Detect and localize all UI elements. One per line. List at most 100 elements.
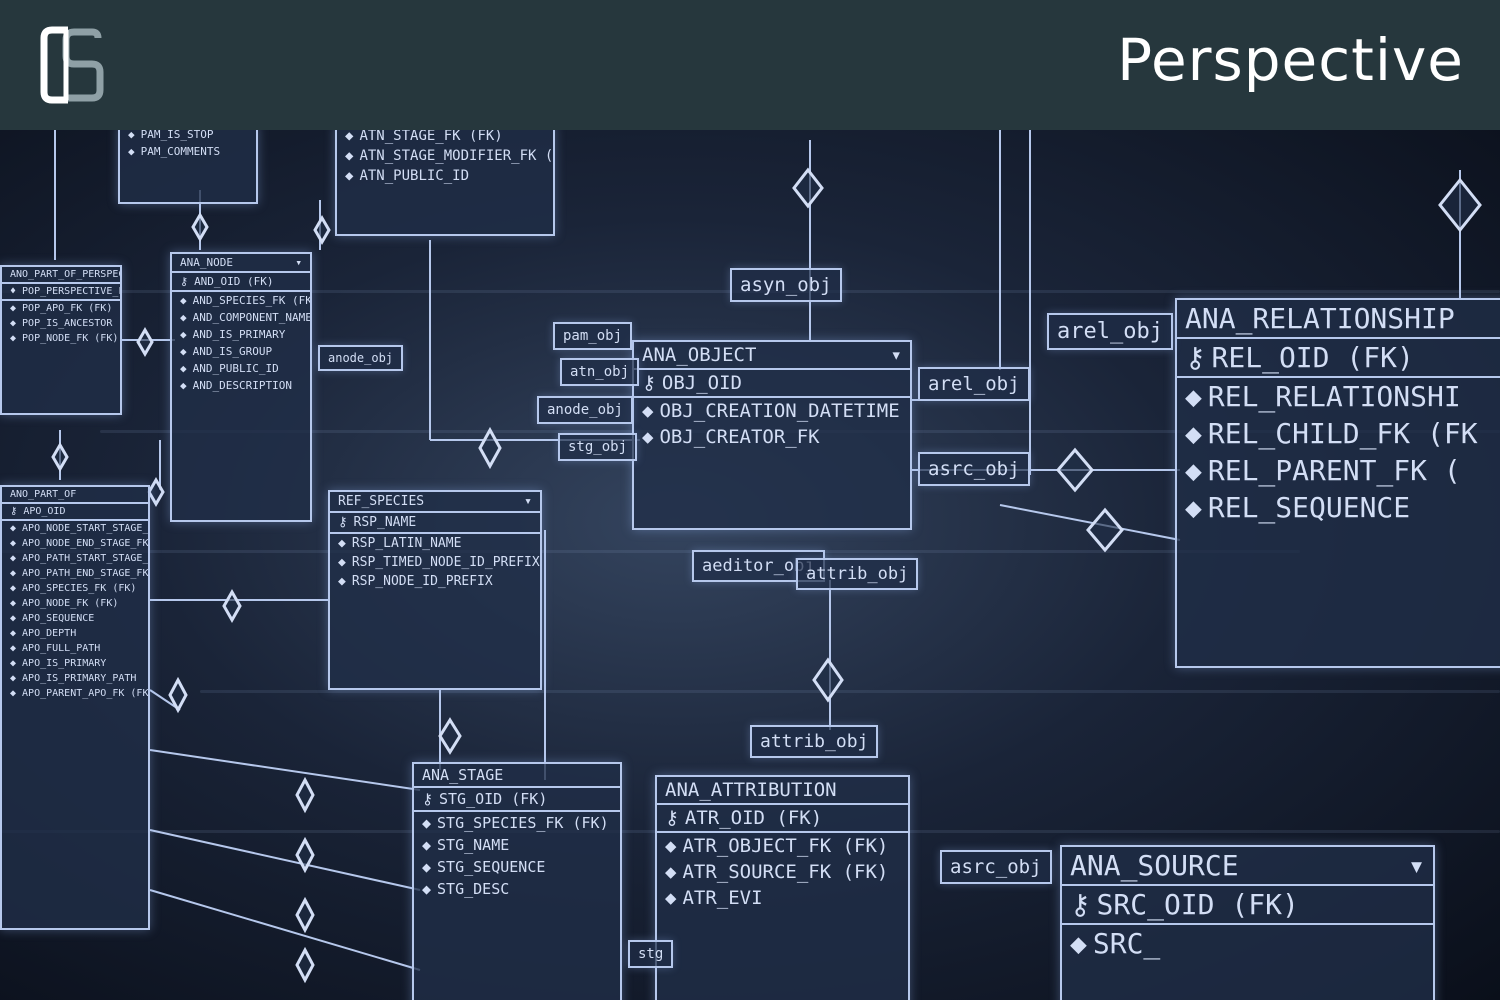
relationship-diamond-icon: [295, 776, 315, 814]
relationship-diamond-icon: [168, 676, 188, 714]
entity-ana-part-of[interactable]: ANO_PART_OF ⚷APO_OID ◆APO_NODE_START_STA…: [0, 485, 150, 930]
entity-attribute: ◆APO_FULL_PATH: [10, 643, 101, 654]
entity-attribute: ◆REL_SEQUENCE: [1185, 491, 1411, 524]
entity-attribute: ◆RSP_TIMED_NODE_ID_PREFIX: [338, 555, 540, 570]
entity-key: ⚷AND_OID (FK): [172, 273, 310, 292]
relationship-diamond-icon: [222, 588, 242, 624]
entity-key: ⚷REL_OID (FK): [1177, 339, 1500, 378]
entity-attribute: ◆POP_APO_FK (FK): [10, 303, 113, 314]
ref-anode-obj[interactable]: anode_obj: [537, 396, 633, 424]
entity-title: ANA_SOURCE▾: [1062, 847, 1433, 886]
entity-attribute: ◆REL_PARENT_FK (: [1185, 454, 1461, 487]
entity-attribute: ◆ATN_STAGE_FK (FK): [345, 130, 503, 144]
entity-attribute: ◆OBJ_CREATOR_FK: [642, 426, 820, 448]
entity-key: ♦POP_PERSPECTIVE_FK (FK): [2, 284, 120, 301]
entity-attribute: ◆APO_SEQUENCE: [10, 613, 95, 624]
entity-key: ⚷RSP_NAME: [330, 513, 540, 534]
entity-top-left[interactable]: ◆PAM_IS_STOP ◆PAM_COMMENTS: [118, 130, 258, 204]
entity-key: ⚷STG_OID (FK): [414, 788, 620, 812]
entity-attribute: ◆AND_PUBLIC_ID: [180, 362, 279, 375]
entity-title: ANO_PART_OF_PERSPECTIVE: [2, 267, 120, 284]
relationship-diamond-icon: [191, 212, 209, 242]
ref-pam-obj[interactable]: pam_obj: [553, 322, 633, 350]
entity-attribute: ◆STG_SEQUENCE: [422, 858, 546, 876]
entity-attribute: ◆POP_NODE_FK (FK): [10, 333, 119, 344]
entity-attribute: ◆OBJ_CREATION_DATETIME: [642, 400, 900, 422]
entity-attribute: ◆APO_PATH_START_STAGE_FK (FK): [10, 553, 148, 564]
entity-title: ANA_OBJECT▾: [634, 342, 910, 370]
entity-attribute: ◆APO_NODE_END_STAGE_FK (FK): [10, 538, 148, 549]
background-streak: [200, 690, 1500, 693]
entity-attribute: ◆AND_IS_GROUP: [180, 345, 273, 358]
entity-attribute: ◆ATN_PUBLIC_ID: [345, 168, 470, 184]
entity-attribute: ◆AND_DESCRIPTION: [180, 379, 292, 392]
entity-ref-species[interactable]: REF_SPECIES▾ ⚷RSP_NAME ◆RSP_LATIN_NAME ◆…: [328, 490, 542, 690]
entity-title: ANO_PART_OF: [2, 487, 148, 504]
entity-ana-node[interactable]: ANA_NODE▾ ⚷AND_OID (FK) ◆AND_SPECIES_FK …: [170, 252, 312, 522]
entity-title: REF_SPECIES▾: [330, 492, 540, 513]
ref-asrc-obj[interactable]: asrc_obj: [940, 850, 1052, 884]
ref-stg-obj[interactable]: stg: [628, 940, 674, 968]
ref-anode-obj[interactable]: anode_obj: [318, 345, 404, 371]
entity-title: ANA_RELATIONSHIP: [1177, 300, 1500, 339]
entity-key: ⚷ATR_OID (FK): [657, 805, 908, 833]
entity-attribute: ◆STG_NAME: [422, 836, 510, 854]
relationship-diamond-icon: [313, 215, 331, 245]
relationship-diamond-icon: [1056, 447, 1094, 493]
relationship-diamond-icon: [147, 477, 165, 507]
entity-attribute: ◆AND_COMPONENT_NAME: [180, 311, 310, 324]
entity-attribute: ◆APO_SPECIES_FK (FK): [10, 583, 137, 594]
relationship-diamond-icon: [51, 442, 69, 472]
ref-asrc-obj[interactable]: asrc_obj: [918, 452, 1030, 486]
ref-stg-obj[interactable]: stg_obj: [558, 433, 638, 461]
entity-attribute: ◆REL_CHILD_FK (FK: [1185, 417, 1478, 450]
entity-attribute: ◆APO_PARENT_APO_FK (FK): [10, 688, 148, 699]
relationship-diamond-icon: [438, 717, 462, 755]
relationship-diamond-icon: [478, 426, 502, 470]
relationship-diamond-icon: [792, 167, 824, 209]
brand-title: Perspective: [1117, 26, 1464, 94]
entity-attribute: ◆AND_IS_PRIMARY: [180, 328, 286, 341]
entity-attribute: ◆ATR_SOURCE_FK (FK): [665, 861, 889, 883]
cs-logo-icon: [40, 26, 104, 104]
brand-logo[interactable]: [38, 24, 110, 106]
ref-attrib-obj[interactable]: attrib_obj: [796, 558, 919, 590]
entity-ana-stage[interactable]: ANA_STAGE ⚷STG_OID (FK) ◆STG_SPECIES_FK …: [412, 762, 622, 1000]
entity-title: ANA_NODE▾: [172, 254, 310, 273]
entity-attribute: ◆ATR_EVI: [665, 887, 763, 909]
background-streak: [0, 550, 1300, 553]
entity-attribute: ◆APO_IS_PRIMARY_PATH: [10, 673, 137, 684]
ref-arel-obj[interactable]: arel_obj: [918, 367, 1030, 401]
entity-attribute: ◆PAM_IS_STOP: [128, 130, 214, 141]
entity-attribute: ◆RSP_NODE_ID_PREFIX: [338, 574, 493, 589]
entity-attribute: ◆STG_DESC: [422, 880, 510, 898]
entity-ana-attribution[interactable]: ANA_ATTRIBUTION ⚷ATR_OID (FK) ◆ATR_OBJEC…: [655, 775, 910, 1000]
relationship-diamond-icon: [812, 657, 844, 703]
header-bar: Perspective: [0, 0, 1500, 130]
entity-attribute: ◆REL_RELATIONSHI: [1185, 380, 1461, 413]
entity-key: ⚷SRC_OID (FK): [1062, 886, 1433, 925]
entity-title: ANA_STAGE: [414, 764, 620, 788]
entity-attribute: ◆APO_PATH_END_STAGE_FK (FK): [10, 568, 148, 579]
entity-attribute: ◆APO_NODE_START_STAGE_FK (FK): [10, 523, 148, 534]
entity-attribute: ◆APO_DEPTH: [10, 628, 77, 639]
relationship-lines: [51, 130, 1482, 984]
entity-attribute: ◆STG_SPECIES_FK (FK): [422, 814, 609, 832]
entity-ana-object[interactable]: ANA_OBJECT▾ ⚷OBJ_OID ◆OBJ_CREATION_DATET…: [632, 340, 912, 530]
entity-attribute: ◆ATN_STAGE_MODIFIER_FK (FK): [345, 148, 553, 164]
entity-ana-part-of-perspective[interactable]: ANO_PART_OF_PERSPECTIVE ♦POP_PERSPECTIVE…: [0, 265, 122, 415]
entity-attribute: ◆ATR_OBJECT_FK (FK): [665, 835, 889, 857]
entity-attribute: ◆RSP_LATIN_NAME: [338, 536, 462, 551]
entity-attribute: ◆SRC_: [1070, 927, 1161, 960]
relationship-diamond-icon: [1086, 507, 1124, 553]
relationship-diamond-icon: [295, 946, 315, 984]
entity-attribute: ◆APO_NODE_FK (FK): [10, 598, 119, 609]
ref-asyn-obj[interactable]: asyn_obj: [730, 268, 842, 302]
entity-top-stage[interactable]: ◆ATN_STAGE_FK (FK) ◆ATN_STAGE_MODIFIER_F…: [335, 130, 555, 236]
entity-ana-relationship[interactable]: ANA_RELATIONSHIP ⚷REL_OID (FK) ◆REL_RELA…: [1175, 298, 1500, 668]
ref-atn-obj[interactable]: atn_obj: [560, 358, 640, 386]
entity-key: ⚷APO_OID: [2, 504, 148, 521]
ref-attrib-obj[interactable]: attrib_obj: [750, 725, 879, 758]
ref-arel-obj[interactable]: arel_obj: [1047, 313, 1173, 350]
entity-ana-source[interactable]: ANA_SOURCE▾ ⚷SRC_OID (FK) ◆SRC_: [1060, 845, 1435, 1000]
